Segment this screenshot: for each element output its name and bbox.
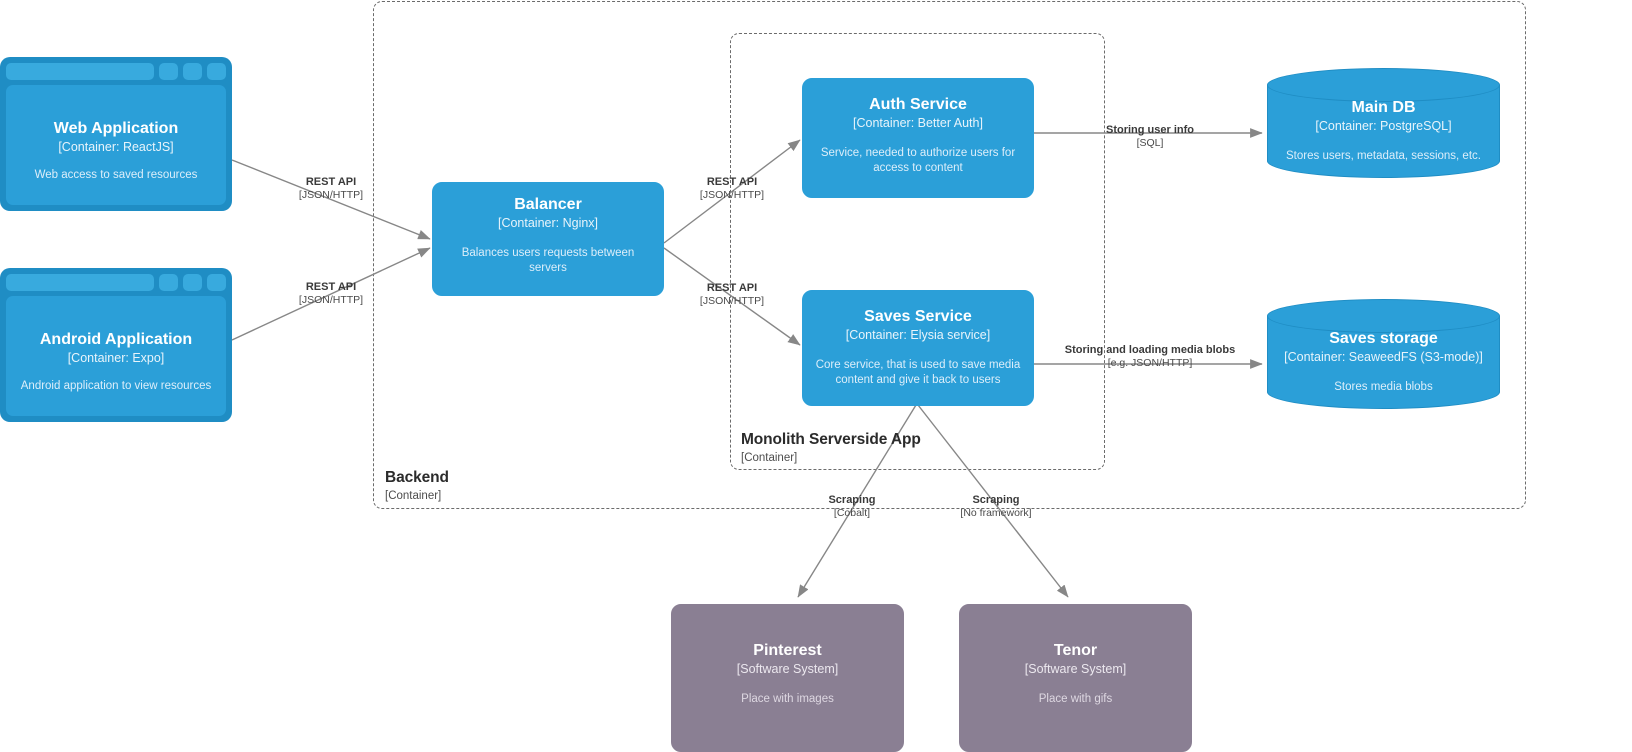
- boundary-backend-type: [Container]: [385, 490, 442, 503]
- edge-label-saves-to-pinterest: Scraping [Cobalt]: [802, 494, 902, 520]
- node-saves-service[interactable]: Saves Service [Container: Elysia service…: [802, 290, 1034, 406]
- edge-label-tech: [JSON/HTTP]: [298, 294, 364, 307]
- edge-label-saves-to-storage: Storing and loading media blobs [e.g. JS…: [1040, 344, 1260, 370]
- edge-label-tech: [JSON/HTTP]: [699, 295, 765, 308]
- database-cylinder-top: [1267, 299, 1500, 333]
- browser-address-bar: [6, 274, 154, 291]
- node-web-application-type: [Container: ReactJS]: [58, 140, 174, 155]
- browser-chrome-bar: [6, 274, 226, 291]
- edge-label-name: REST API: [706, 176, 758, 188]
- edge-label-tech: [SQL]: [1136, 137, 1164, 150]
- browser-button-icon: [207, 274, 226, 291]
- node-android-application-type: [Container: Expo]: [67, 351, 165, 366]
- node-tenor[interactable]: Tenor [Software System] Place with gifs: [959, 604, 1192, 752]
- edge-label-name: REST API: [706, 282, 758, 294]
- node-saves-service-name: Saves Service: [864, 308, 972, 325]
- node-main-db-text: Main DB [Container: PostgreSQL] Stores u…: [1267, 68, 1500, 178]
- edge-label-name: Storing and loading media blobs: [1064, 344, 1236, 356]
- node-tenor-inner: Tenor [Software System] Place with gifs: [1025, 641, 1126, 707]
- browser-button-icon: [183, 274, 202, 291]
- node-android-application-name: Android Application: [39, 331, 193, 348]
- node-saves-storage-type: [Container: SeaweedFS (S3-mode)]: [1284, 349, 1483, 364]
- edge-label-tech: [No framework]: [960, 507, 1032, 520]
- edge-label-balancer-to-saves: REST API [JSON/HTTP]: [682, 282, 782, 308]
- node-saves-storage[interactable]: Saves storage [Container: SeaweedFS (S3-…: [1267, 299, 1500, 409]
- node-android-application-description: Android application to view resources: [20, 380, 212, 393]
- node-main-db-name: Main DB: [1351, 98, 1416, 116]
- node-web-application-description: Web access to saved resources: [34, 169, 198, 182]
- edge-label-tech: [Cobalt]: [833, 507, 871, 520]
- edge-label-tech: [JSON/HTTP]: [298, 189, 364, 202]
- node-main-db[interactable]: Main DB [Container: PostgreSQL] Stores u…: [1267, 68, 1500, 178]
- boundary-monolith-label: Monolith Serverside App [Container]: [741, 430, 921, 466]
- browser-button-icon: [159, 274, 178, 291]
- node-tenor-type: [Software System]: [1024, 662, 1127, 677]
- node-balancer-description: Balances users requests between servers: [461, 246, 635, 275]
- node-web-application[interactable]: Web Application [Container: ReactJS] Web…: [0, 57, 232, 211]
- node-android-application-body: Android Application [Container: Expo] An…: [6, 296, 226, 416]
- node-saves-storage-text: Saves storage [Container: SeaweedFS (S3-…: [1267, 299, 1500, 409]
- edge-label-tech: [e.g. JSON/HTTP]: [1107, 357, 1193, 370]
- node-auth-service-description: Service, needed to authorize users for a…: [820, 146, 1016, 175]
- browser-button-icon: [159, 63, 178, 80]
- node-saves-service-description: Core service, that is used to save media…: [815, 358, 1021, 387]
- edge-label-web-to-balancer: REST API [JSON/HTTP]: [281, 176, 381, 202]
- edge-label-name: Storing user info: [1106, 124, 1194, 136]
- edge-label-name: Scraping: [972, 494, 1020, 506]
- node-saves-service-type: [Container: Elysia service]: [845, 328, 991, 343]
- node-balancer-type: [Container: Nginx]: [497, 216, 599, 231]
- node-pinterest-inner: Pinterest [Software System] Place with i…: [737, 641, 838, 707]
- node-saves-storage-name: Saves storage: [1329, 329, 1438, 347]
- node-balancer-inner: Balancer [Container: Nginx] Balances use…: [445, 195, 651, 277]
- node-tenor-name: Tenor: [1053, 642, 1098, 659]
- node-saves-storage-description: Stores media blobs: [1334, 380, 1433, 393]
- boundary-monolith-type: [Container]: [741, 452, 798, 465]
- node-main-db-type: [Container: PostgreSQL]: [1315, 118, 1452, 133]
- boundary-backend-name: Backend: [385, 469, 449, 486]
- edge-label-name: REST API: [305, 176, 357, 188]
- edge-label-name: REST API: [305, 281, 357, 293]
- database-cylinder-top: [1267, 68, 1500, 102]
- node-main-db-description: Stores users, metadata, sessions, etc.: [1286, 149, 1481, 162]
- edge-label-tech: [JSON/HTTP]: [699, 189, 765, 202]
- node-pinterest-name: Pinterest: [753, 642, 822, 659]
- boundary-monolith-name: Monolith Serverside App: [741, 431, 921, 448]
- edge-label-name: Scraping: [828, 494, 876, 506]
- node-auth-service-inner: Auth Service [Container: Better Auth] Se…: [815, 95, 1021, 177]
- edge-label-auth-to-maindb: Storing user info [SQL]: [1090, 124, 1210, 150]
- node-pinterest-description: Place with images: [741, 692, 834, 705]
- edge-label-balancer-to-auth: REST API [JSON/HTTP]: [682, 176, 782, 202]
- node-auth-service-name: Auth Service: [869, 96, 967, 113]
- node-pinterest-type: [Software System]: [736, 662, 839, 677]
- browser-chrome-bar: [6, 63, 226, 80]
- node-web-application-body: Web Application [Container: ReactJS] Web…: [6, 85, 226, 205]
- browser-address-bar: [6, 63, 154, 80]
- node-saves-service-inner: Saves Service [Container: Elysia service…: [815, 307, 1021, 389]
- browser-button-icon: [207, 63, 226, 80]
- node-auth-service-type: [Container: Better Auth]: [853, 116, 983, 131]
- node-pinterest[interactable]: Pinterest [Software System] Place with i…: [671, 604, 904, 752]
- node-tenor-description: Place with gifs: [1038, 692, 1113, 705]
- edge-label-saves-to-tenor: Scraping [No framework]: [946, 494, 1046, 520]
- node-android-application[interactable]: Android Application [Container: Expo] An…: [0, 268, 232, 422]
- browser-button-icon: [183, 63, 202, 80]
- edge-label-android-to-balancer: REST API [JSON/HTTP]: [281, 281, 381, 307]
- boundary-backend-label: Backend [Container]: [385, 468, 449, 504]
- node-balancer[interactable]: Balancer [Container: Nginx] Balances use…: [432, 182, 664, 296]
- node-web-application-name: Web Application: [53, 120, 179, 137]
- node-balancer-name: Balancer: [514, 196, 582, 214]
- node-auth-service[interactable]: Auth Service [Container: Better Auth] Se…: [802, 78, 1034, 198]
